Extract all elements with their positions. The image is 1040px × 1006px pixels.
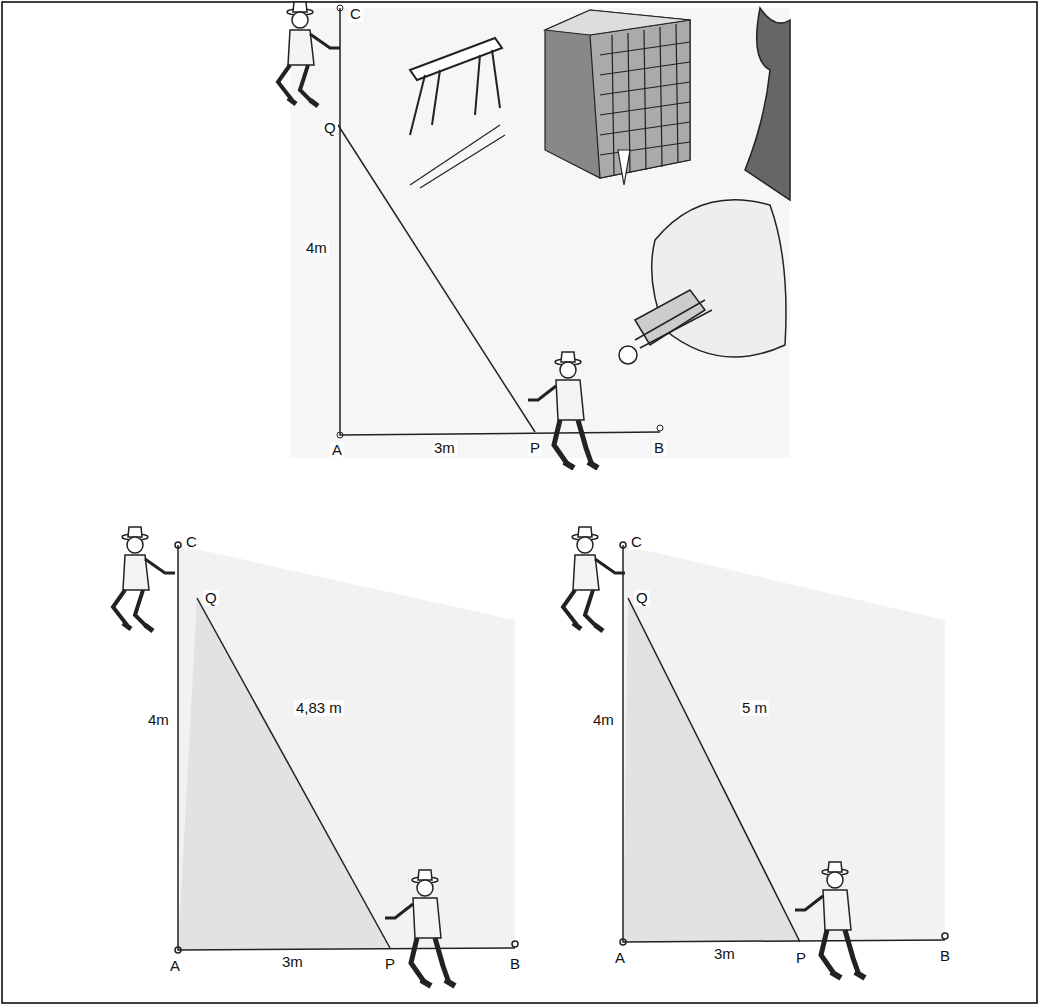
dimension-label: C (184, 534, 199, 550)
dimension-label: Q (634, 590, 650, 606)
dimension-label: 5 m (740, 700, 769, 716)
rope-lines (175, 542, 518, 953)
dimension-label: A (330, 442, 344, 458)
dimension-label: 4m (304, 240, 329, 256)
dimension-label: 3m (712, 946, 737, 962)
dimension-label: P (528, 440, 542, 456)
dimension-label: 4m (591, 712, 616, 728)
dimension-label: B (938, 948, 952, 964)
dimension-label: A (613, 950, 627, 966)
tree (745, 8, 790, 200)
dimension-label: C (348, 6, 363, 22)
dimension-label: Q (322, 120, 338, 136)
sawhorse (410, 38, 505, 188)
dimension-label: 3m (280, 954, 305, 970)
rope-lines (620, 542, 948, 945)
dimension-label: Q (203, 590, 219, 606)
dimension-label: B (508, 956, 522, 972)
dimension-label: 4,83 m (294, 700, 344, 716)
dimension-label: 3m (432, 440, 457, 456)
dimension-label: B (652, 440, 666, 456)
brick-stack (545, 10, 690, 185)
dimension-label: P (383, 956, 397, 972)
dimension-label: C (629, 534, 644, 550)
dimension-label: 4m (146, 712, 171, 728)
wheelbarrow (619, 290, 712, 364)
sand-pile (652, 200, 786, 357)
dimension-label: P (794, 950, 808, 966)
rope-lines (337, 5, 663, 438)
dimension-label: A (168, 958, 182, 974)
